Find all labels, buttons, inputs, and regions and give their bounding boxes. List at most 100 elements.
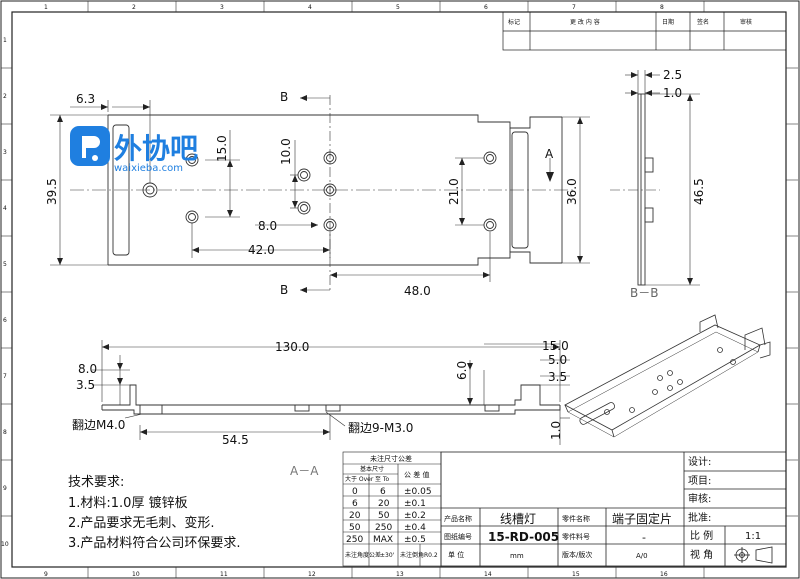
brand-name: 外协吧 bbox=[114, 132, 198, 165]
rev-header-sign: 签名 bbox=[697, 18, 709, 26]
dim-8-0-section: 8.0 bbox=[78, 362, 97, 376]
col-label: 1 bbox=[44, 4, 48, 11]
isometric-view bbox=[564, 314, 771, 438]
dim-21-0: 21.0 bbox=[447, 178, 461, 205]
dim-48-0: 48.0 bbox=[404, 284, 431, 298]
dim-1-0-side: 1.0 bbox=[663, 86, 682, 100]
tol-cell: ±0.2 bbox=[404, 511, 426, 521]
tol-col-gt: 大于 Over bbox=[345, 475, 374, 483]
tol-cell: 0 bbox=[352, 487, 358, 497]
tol-cell: ±0.1 bbox=[404, 499, 426, 509]
review-label: 审核: bbox=[688, 492, 711, 505]
revision-table bbox=[502, 11, 787, 51]
side-view bbox=[610, 70, 700, 286]
dim-130-0: 130.0 bbox=[275, 340, 309, 354]
tol-cell: MAX bbox=[373, 535, 393, 545]
requirement-item: 3.产品材料符合公司环保要求. bbox=[68, 535, 241, 551]
rev-header-review: 审核 bbox=[740, 18, 752, 26]
dim-3-5-right: 3.5 bbox=[548, 370, 567, 384]
tol-cell: 250 bbox=[375, 523, 392, 533]
grid-labels: 1 2 3 4 5 6 7 8 9 10 11 12 13 14 15 16 1… bbox=[1, 4, 668, 578]
top-view bbox=[70, 95, 575, 290]
dim-15-0-section: 15.0 bbox=[542, 339, 569, 353]
row-label: 10 bbox=[1, 541, 9, 548]
tol-footer-angle-label: 未注角度公差 bbox=[345, 551, 381, 559]
col-label: 11 bbox=[220, 571, 228, 578]
col-label: 8 bbox=[660, 4, 664, 11]
note-m4-flange: 翻边M4.0 bbox=[72, 418, 125, 432]
col-label: 3 bbox=[220, 4, 224, 11]
tol-cell: 50 bbox=[378, 511, 390, 521]
col-label: 2 bbox=[132, 4, 136, 11]
tol-cell: 50 bbox=[349, 523, 361, 533]
dim-15-0: 15.0 bbox=[215, 135, 229, 162]
note-m3-flange: 翻边9-M3.0 bbox=[348, 421, 413, 435]
requirements-title: 技术要求: bbox=[68, 475, 124, 490]
col-label: 6 bbox=[484, 4, 488, 11]
row-label: 1 bbox=[3, 37, 7, 44]
requirement-item: 2.产品要求无毛刺、变形. bbox=[68, 515, 215, 531]
tol-col-le: 至 To bbox=[375, 476, 390, 483]
top-view-arrows bbox=[57, 95, 583, 293]
unit-label: 单 位 bbox=[448, 550, 464, 559]
tol-cell: ±0.05 bbox=[404, 487, 432, 497]
view-angle-label: 视 角 bbox=[690, 548, 713, 561]
unit-value: mm bbox=[510, 552, 524, 560]
section-view bbox=[101, 370, 561, 415]
row-label: 9 bbox=[3, 485, 7, 492]
part-material-label: 零件料号 bbox=[562, 532, 590, 541]
row-label: 5 bbox=[3, 261, 7, 268]
dim-5-0: 5.0 bbox=[548, 353, 567, 367]
design-label: 设计: bbox=[688, 455, 711, 468]
requirement-item: 1.材料:1.0厚 镀锌板 bbox=[68, 495, 188, 511]
section-marker-b-top: B bbox=[280, 90, 288, 104]
rev-header-date: 日期 bbox=[662, 18, 674, 26]
drawing-no-label: 图纸编号 bbox=[444, 532, 472, 541]
dim-46-5: 46.5 bbox=[692, 178, 706, 205]
row-label: 6 bbox=[3, 317, 7, 324]
title-block bbox=[440, 451, 787, 567]
drawing-number: 15-RD-005 bbox=[488, 530, 559, 544]
product-name-label: 产品名称 bbox=[444, 514, 472, 523]
tol-cell: 20 bbox=[378, 499, 390, 509]
col-label: 4 bbox=[308, 4, 312, 11]
tol-cell: 6 bbox=[352, 499, 358, 509]
scale-value: 1:1 bbox=[745, 531, 761, 542]
dim-3-5-left: 3.5 bbox=[76, 378, 95, 392]
dim-39-5: 39.5 bbox=[45, 178, 59, 205]
col-label: 7 bbox=[572, 4, 576, 11]
dim-2-5: 2.5 bbox=[663, 68, 682, 82]
col-label: 14 bbox=[484, 571, 492, 578]
tol-cell: 20 bbox=[349, 511, 361, 521]
tol-cell: ±0.5 bbox=[404, 535, 426, 545]
view-label-b-b: B－B bbox=[630, 286, 658, 300]
section-view-arrows bbox=[102, 344, 560, 435]
dim-36-0: 36.0 bbox=[565, 178, 579, 205]
col-label: 5 bbox=[396, 4, 400, 11]
col-label: 9 bbox=[44, 571, 48, 578]
col-label: 16 bbox=[660, 571, 668, 578]
tol-footer-angle-value: ±30' bbox=[380, 552, 395, 559]
tol-cell: 6 bbox=[380, 487, 386, 497]
row-label: 4 bbox=[3, 205, 7, 212]
section-marker-a: A bbox=[545, 147, 554, 161]
dim-6-3: 6.3 bbox=[76, 92, 95, 106]
row-label: 3 bbox=[3, 149, 7, 156]
scale-label: 比 例 bbox=[690, 529, 713, 542]
dim-1-0-section: 1.0 bbox=[549, 421, 563, 440]
part-name-label: 零件名称 bbox=[562, 514, 590, 523]
tol-col-tol: 公 差 值 bbox=[404, 470, 429, 479]
tol-footer-chamfer-value: R0.2 bbox=[424, 552, 438, 559]
version-label: 版本/版次 bbox=[562, 550, 592, 559]
part-name: 端子固定片 bbox=[612, 511, 672, 526]
top-view-dimensions bbox=[50, 97, 590, 291]
version-value: A/0 bbox=[636, 552, 648, 560]
tol-cell: ±0.4 bbox=[404, 523, 426, 533]
dim-42-0: 42.0 bbox=[248, 243, 275, 257]
project-label: 项目: bbox=[688, 475, 711, 487]
inner-frame bbox=[11, 11, 787, 568]
tol-footer-chamfer-label: 未注倒角 bbox=[400, 551, 424, 559]
dim-10-0: 10.0 bbox=[279, 138, 293, 165]
col-label: 12 bbox=[308, 571, 316, 578]
